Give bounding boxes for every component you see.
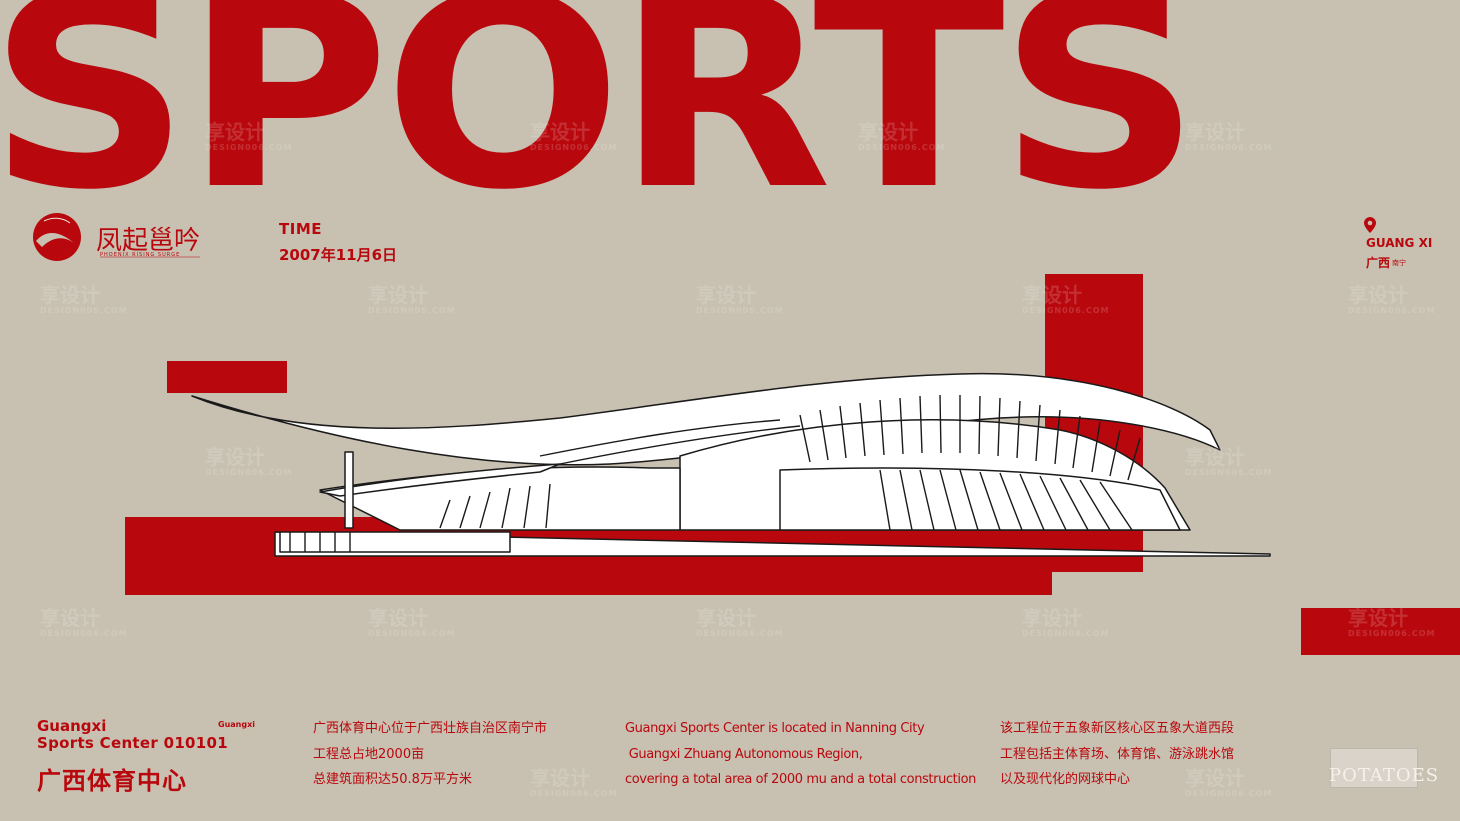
logo-subtitle: PHOENIX RISING SURGE [100, 252, 181, 258]
stadium-illustration [191, 372, 1271, 557]
location-pin-icon [1364, 217, 1376, 233]
title-en-line1: Guangxi [37, 717, 107, 735]
title-cn: 广西体育中心 [37, 767, 187, 795]
time-value: 2007年11月6日 [279, 246, 398, 264]
description-line: 该工程位于五象新区核心区五象大道西段 [1000, 721, 1235, 736]
description-line: covering a total area of 2000 mu and a t… [625, 772, 976, 787]
red-block-bottom-right [1301, 608, 1460, 655]
description-line: 工程总占地2000亩 [313, 746, 425, 762]
title-en-line2: Sports Center 010101 [37, 734, 229, 752]
location-cn: 广西 [1366, 256, 1391, 270]
description-line: Guangxi Sports Center is located in Nann… [625, 721, 925, 736]
time-label: TIME [279, 220, 322, 238]
red-block-small-left [167, 361, 287, 393]
phoenix-logo-icon [33, 213, 200, 261]
badge-image [1330, 748, 1418, 788]
description-line: Guangxi Zhuang Autonomous Region, [625, 746, 863, 762]
logo-title: 凤起邕吟 [96, 226, 201, 256]
badge-text: POTATOES [1329, 765, 1440, 786]
description-line: 总建筑面积达50.8万平方米 [313, 772, 472, 787]
description-line: 以及现代化的网球中心 [1000, 772, 1131, 787]
description-line: 工程包括主体育场、体育馆、游泳跳水馆 [1000, 746, 1235, 762]
title-en-small: Guangxi [218, 720, 255, 729]
description-line: 广西体育中心位于广西壮族自治区南宁市 [313, 721, 548, 736]
description-en-column: Guangxi Sports Center is located in Nann… [625, 716, 976, 793]
description-cn-column-1: 广西体育中心位于广西壮族自治区南宁市 工程总占地2000亩 总建筑面积达50.8… [313, 716, 547, 793]
location-en: GUANG XI [1366, 236, 1433, 250]
headline-sports: SPORTS [0, 0, 1201, 248]
location-cn-sub: 南宁 [1392, 259, 1406, 267]
description-cn-column-2: 该工程位于五象新区核心区五象大道西段 工程包括主体育场、体育馆、游泳跳水馆 以及… [1000, 716, 1234, 793]
